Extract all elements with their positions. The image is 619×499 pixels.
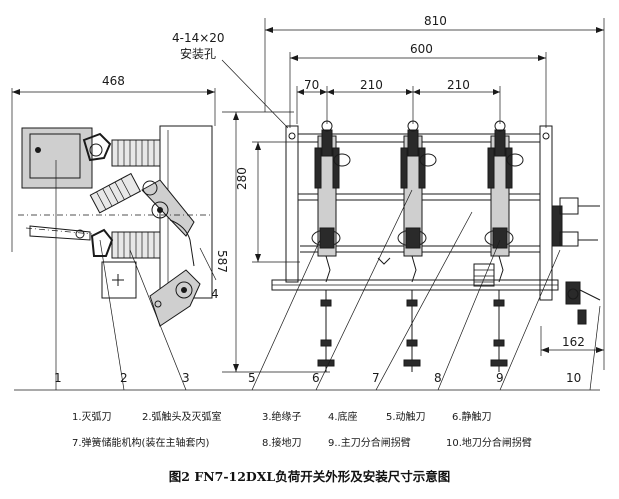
legend-item-9: 9..主刀分合闸拐臂: [328, 438, 411, 449]
callout-4: 4: [211, 287, 219, 301]
dim-162-label: 162: [562, 335, 585, 349]
figure-caption: 图2 FN7-12DXL负荷开关外形及安装尺寸示意图: [168, 469, 451, 484]
callout-5: 5: [248, 371, 256, 385]
side-view: 468: [11, 74, 216, 327]
pole-a: [311, 120, 351, 372]
dim-810-label: 810: [424, 14, 447, 28]
legend-item-3: 3.绝缘子: [262, 412, 302, 423]
legend-item-10: 10.地刀分合闸拐臂: [446, 438, 532, 449]
dim-280-label: 280: [235, 167, 249, 190]
mount-hole-spec: 4-14×20: [172, 31, 225, 45]
callout-3: 3: [182, 371, 190, 385]
dim-587-label: 587: [215, 250, 229, 273]
callout-numbers: 1 2 3 4 5 6 7 8 9 10: [54, 287, 581, 385]
dim-210-label-2: 210: [447, 78, 470, 92]
legend-item-6: 6.静触刀: [452, 412, 492, 423]
callout-8: 8: [434, 371, 442, 385]
dim-468-label: 468: [102, 74, 125, 88]
legend-item-7: 7.弹簧储能机构(装在主轴套内): [72, 438, 210, 449]
callout-6: 6: [312, 371, 320, 385]
dim-210-label-1: 210: [360, 78, 383, 92]
legend-item-5: 5.动触刀: [386, 412, 426, 423]
callout-2: 2: [120, 371, 128, 385]
pole-b: [397, 120, 437, 372]
callout-leaders: [14, 160, 601, 391]
callout-7: 7: [372, 371, 380, 385]
front-view: 810 600 70 210 210 4-14×20 安装孔 587: [172, 14, 605, 373]
pole-c: [484, 120, 524, 372]
legend-item-2: 2.弧触头及灭弧室: [142, 412, 222, 423]
callout-9: 9: [496, 371, 504, 385]
mount-hole-label: 安装孔: [180, 46, 216, 61]
callout-1: 1: [54, 371, 62, 385]
dim-600-label: 600: [410, 42, 433, 56]
legend-item-8: 8.接地刀: [262, 438, 302, 449]
callout-10: 10: [566, 371, 581, 385]
legend-item-1: 1.灭弧刀: [72, 412, 112, 423]
dim-70-label: 70: [304, 78, 319, 92]
legend-item-4: 4.底座: [328, 412, 358, 423]
